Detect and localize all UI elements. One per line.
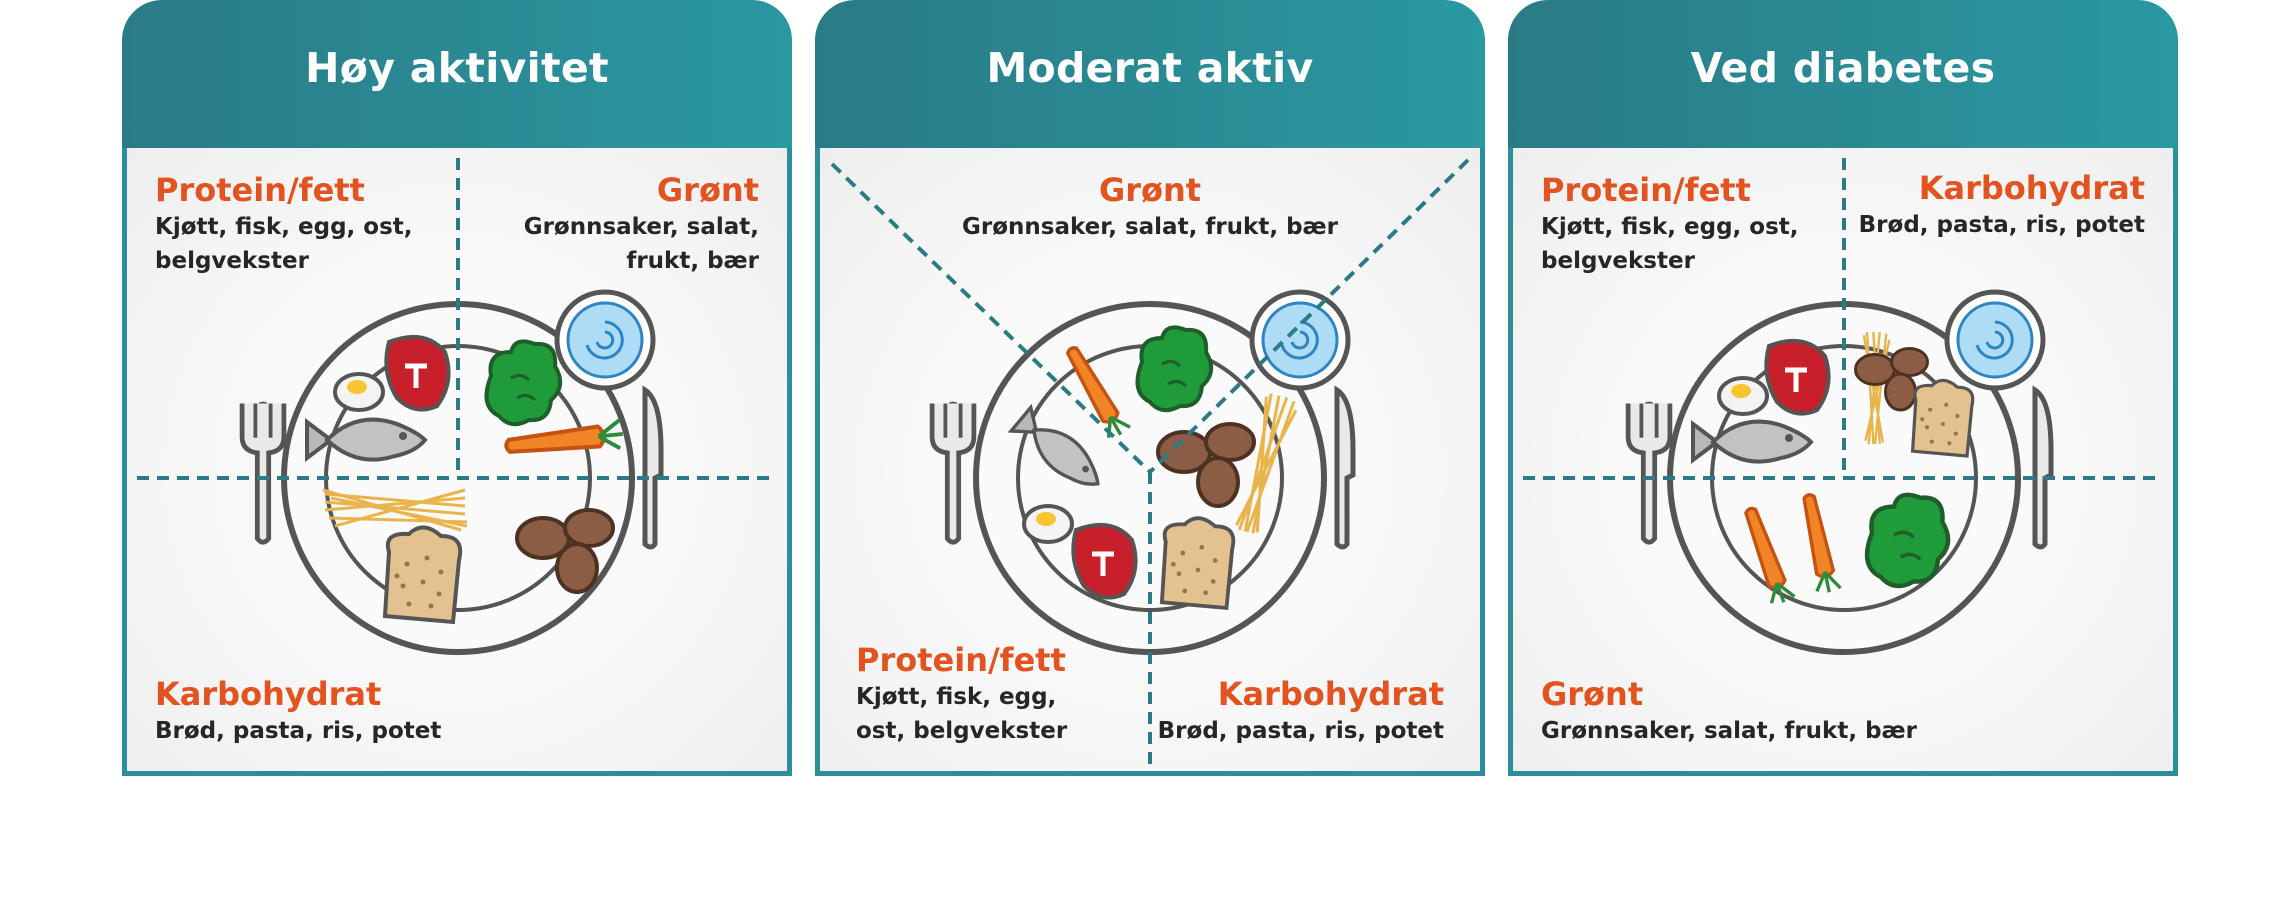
egg-icon [1022,504,1074,544]
bread-icon [1910,378,1975,458]
label-carb: Karbohydrat Brød, pasta, ris, potet [1859,168,2145,242]
panel-header: Ved diabetes [1508,0,2178,148]
panel-hoy-aktivitet: Høy aktivitet Protein/fett Kjøtt, fisk, … [122,0,792,776]
category-text: Kjøtt, fisk, egg, ost, belgvekster [856,684,1068,744]
category-text: Grønnsaker, salat, frukt, bær [523,214,759,274]
panel-ved-diabetes: Ved diabetes Protein/fett Kjøtt, fisk [1508,0,2178,776]
category-title: Karbohydrat [1217,675,1444,713]
panel-header: Høy aktivitet [122,0,792,148]
label-green: Grønt Grønnsaker, salat, frukt, bær [820,170,1480,244]
label-protein: Protein/fett Kjøtt, fisk, egg, ost, belg… [1541,170,1799,278]
steak-icon [386,337,448,410]
category-title: Protein/fett [856,641,1066,679]
category-title: Karbohydrat [155,675,382,713]
plate-illustration [830,158,1470,771]
label-green: Grønt Grønnsaker, salat, frukt, bær [1541,674,1917,748]
category-title: Protein/fett [1541,171,1751,209]
category-text: Brød, pasta, ris, potet [155,718,442,744]
panel-header: Moderat aktiv [815,0,1485,148]
water-glass-icon [1947,292,2043,388]
egg-icon [333,372,385,412]
panel-title: Høy aktivitet [305,44,609,92]
label-protein: Protein/fett Kjøtt, fisk, egg, ost, belg… [856,640,1067,748]
label-carb: Karbohydrat Brød, pasta, ris, potet [1158,674,1444,748]
broccoli-icon [1135,325,1214,413]
category-title: Karbohydrat [1918,169,2145,207]
category-title: Protein/fett [155,171,365,209]
section-divider [1523,158,2163,480]
category-title: Grønt [656,171,759,209]
panel-moderat-aktiv: Moderat aktiv Grønt Grønnsaker, sal [815,0,1485,776]
broccoli-icon [1867,495,1948,586]
label-carb: Karbohydrat Brød, pasta, ris, potet [155,674,441,748]
category-text: Brød, pasta, ris, potet [1157,718,1444,744]
category-text: Kjøtt, fisk, egg, ost, belgvekster [1541,214,1799,274]
egg-icon [1717,376,1769,416]
panel-title: Moderat aktiv [986,44,1314,92]
panel-title: Ved diabetes [1690,44,1996,92]
knife-icon [645,390,661,547]
water-glass-icon [1252,292,1348,388]
category-text: Grønnsaker, salat, frukt, bær [1541,718,1917,744]
steak-icon [1073,525,1135,598]
bread-icon [383,525,463,624]
category-text: Brød, pasta, ris, potet [1858,212,2145,238]
panel-body: Protein/fett Kjøtt, fisk, egg, ost, belg… [122,148,792,776]
label-green: Grønt Grønnsaker, salat, frukt, bær [524,170,759,278]
section-divider [830,158,1470,771]
fork-icon [242,404,284,543]
plate-illustration [137,158,777,655]
category-text: Grønnsaker, salat, frukt, bær [962,214,1338,240]
category-title: Grønt [1541,675,1644,713]
water-glass-icon [557,292,653,388]
section-divider [137,158,777,480]
category-title: Grønt [1098,171,1202,209]
broccoli-icon [484,339,563,427]
label-protein: Protein/fett Kjøtt, fisk, egg, ost, belg… [155,170,413,278]
plate-illustration [1523,158,2163,655]
knife-icon [1337,390,1353,547]
steak-icon [1766,341,1828,414]
category-text: Kjøtt, fisk, egg, ost, belgvekster [155,214,413,274]
fork-icon [932,404,974,543]
panel-body: Protein/fett Kjøtt, fisk, egg, ost, belg… [1508,148,2178,776]
fork-icon [1628,404,1670,543]
panel-body: Grønt Grønnsaker, salat, frukt, bær Prot… [815,148,1485,776]
knife-icon [2035,390,2051,547]
bread-icon [1160,516,1236,610]
